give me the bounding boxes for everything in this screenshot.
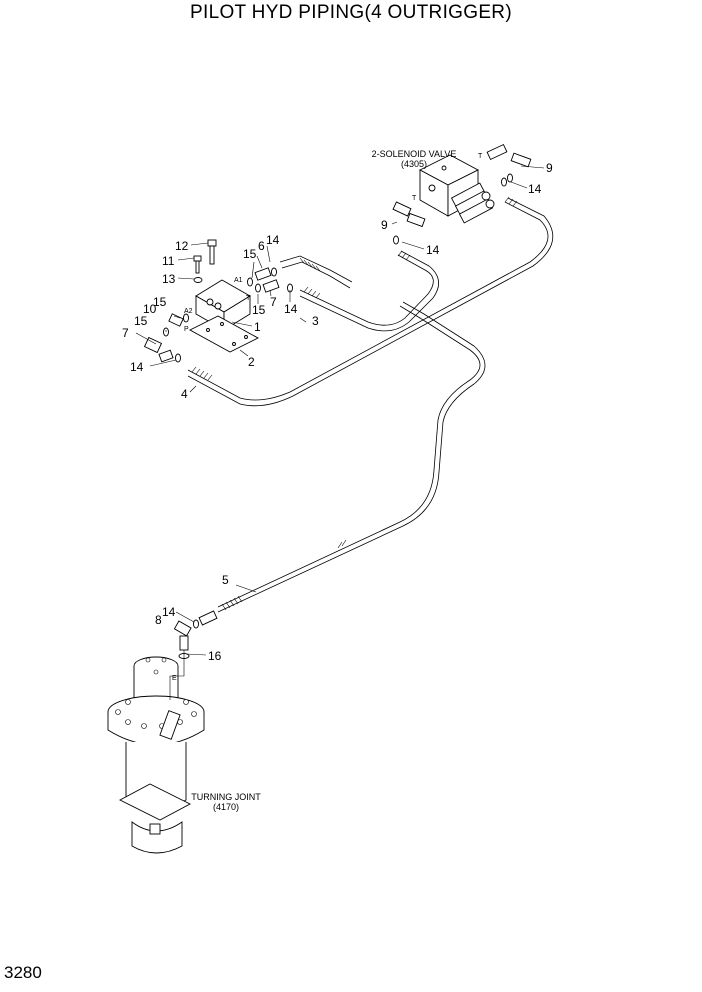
callout-14: 14 bbox=[426, 243, 440, 257]
washer-13 bbox=[193, 277, 203, 283]
callout-14: 14 bbox=[284, 302, 298, 316]
page-number: 3280 bbox=[4, 963, 42, 982]
o-rings-solenoid bbox=[393, 173, 513, 245]
callout-16: 16 bbox=[208, 649, 222, 663]
turning-joint-ref: (4170) bbox=[213, 802, 239, 812]
elbow-fitting-9-top bbox=[486, 143, 532, 168]
callout-14: 14 bbox=[266, 233, 280, 247]
leader-lines bbox=[135, 165, 545, 656]
elbow-fitting-9-side bbox=[392, 201, 426, 228]
callout-12: 12 bbox=[175, 239, 189, 253]
solenoid-valve-ref: (4305) bbox=[401, 159, 427, 169]
mounting-plate-2 bbox=[189, 315, 259, 353]
callout-7: 7 bbox=[122, 326, 129, 340]
solenoid-valve bbox=[419, 154, 495, 224]
port-mark-e: E bbox=[172, 675, 177, 682]
hose-5 bbox=[217, 305, 481, 608]
callout-9: 9 bbox=[546, 161, 553, 175]
bolt-11 bbox=[193, 255, 202, 274]
callout-10: 10 bbox=[143, 302, 157, 316]
callout-13: 13 bbox=[162, 272, 176, 286]
callout-7: 7 bbox=[270, 295, 277, 309]
callout-9: 9 bbox=[381, 218, 388, 232]
callout-15: 15 bbox=[153, 295, 167, 309]
callout-15: 15 bbox=[134, 314, 148, 328]
port-mark-t: T bbox=[246, 295, 251, 302]
bolt-12 bbox=[207, 239, 217, 265]
callout-5: 5 bbox=[222, 573, 229, 587]
port-mark-a2: A2 bbox=[184, 308, 193, 315]
callout-15: 15 bbox=[252, 303, 266, 317]
port-mark-t: T bbox=[478, 153, 483, 160]
callout-1: 1 bbox=[254, 320, 261, 334]
callout-4: 4 bbox=[181, 387, 188, 401]
callout-2: 2 bbox=[248, 355, 255, 369]
page-title: PILOT HYD PIPING(4 OUTRIGGER) bbox=[190, 2, 512, 23]
hose-3 bbox=[299, 254, 434, 326]
callout-8: 8 bbox=[155, 613, 162, 627]
port-mark-p: P bbox=[184, 326, 189, 333]
port-mark-t: T bbox=[412, 195, 417, 202]
callout-15: 15 bbox=[243, 247, 257, 261]
turning-joint bbox=[107, 656, 205, 854]
port-mark-a1: A1 bbox=[234, 277, 243, 284]
callout-14: 14 bbox=[162, 605, 176, 619]
turning-joint-label: TURNING JOINT bbox=[191, 792, 261, 802]
block-fittings bbox=[143, 267, 293, 363]
callout-11: 11 bbox=[162, 254, 175, 268]
callout-14: 14 bbox=[130, 360, 144, 374]
elbow-fitting-8 bbox=[173, 610, 218, 651]
callout-14: 14 bbox=[528, 182, 542, 196]
callout-6: 6 bbox=[258, 239, 265, 253]
callout-3: 3 bbox=[312, 314, 319, 328]
valve-block-1 bbox=[195, 279, 251, 331]
hose-crimp-marks bbox=[191, 196, 518, 611]
solenoid-valve-label: 2-SOLENOID VALVE bbox=[372, 149, 457, 159]
hose-4 bbox=[187, 201, 549, 401]
